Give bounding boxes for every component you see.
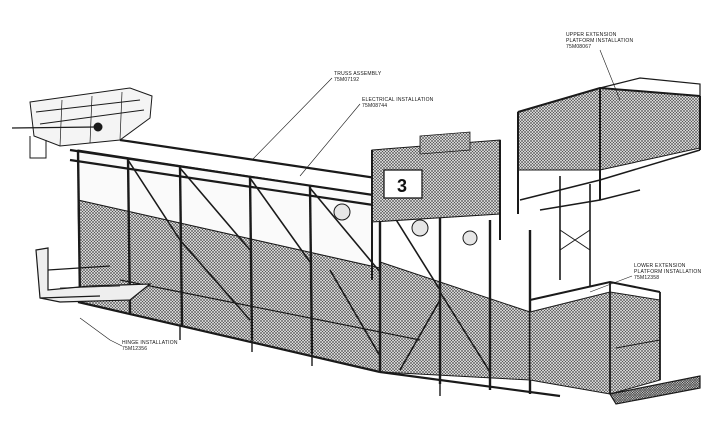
callout-truss-name: TRUSS ASSEMBLY bbox=[334, 71, 382, 77]
callout-truss-part: 75M07192 bbox=[334, 77, 360, 83]
door-number-label: 3 bbox=[397, 176, 407, 196]
base-details bbox=[179, 326, 441, 396]
lower-extension-platform bbox=[529, 280, 701, 405]
callout-lower-line1: LOWER EXTENSION bbox=[634, 263, 686, 269]
upper-extension-platform bbox=[517, 77, 701, 286]
callout-electrical-installation: ELECTRICAL INSTALLATION 75M08744 bbox=[362, 97, 433, 109]
callout-upper-extension-platform: UPPER EXTENSION PLATFORM INSTALLATION 75… bbox=[566, 32, 633, 50]
callout-upper-part: 75M08067 bbox=[566, 44, 592, 50]
callout-hinge-name: HINGE INSTALLATION bbox=[122, 340, 178, 346]
hinge-assembly bbox=[35, 247, 152, 303]
nose-fairing bbox=[11, 87, 153, 159]
callout-hinge-installation: HINGE INSTALLATION 75M12356 bbox=[122, 340, 178, 352]
callout-lower-line2: PLATFORM INSTALLATION bbox=[634, 269, 702, 275]
callout-truss-assembly: TRUSS ASSEMBLY 75M07192 bbox=[334, 71, 381, 83]
callout-lower-extension-platform: LOWER EXTENSION PLATFORM INSTALLATION 75… bbox=[634, 263, 701, 281]
callout-upper-line1: UPPER EXTENSION bbox=[566, 32, 617, 38]
callout-electrical-part: 75M08744 bbox=[362, 103, 388, 109]
callout-leaders bbox=[79, 49, 633, 347]
callout-electrical-name: ELECTRICAL INSTALLATION bbox=[362, 97, 434, 103]
callout-lower-part: 75M12358 bbox=[634, 275, 660, 281]
center-superstructure bbox=[333, 131, 501, 280]
truss-diagonals bbox=[127, 159, 491, 373]
callout-upper-line2: PLATFORM INSTALLATION bbox=[566, 38, 634, 44]
callout-hinge-part: 75M12356 bbox=[122, 346, 148, 352]
